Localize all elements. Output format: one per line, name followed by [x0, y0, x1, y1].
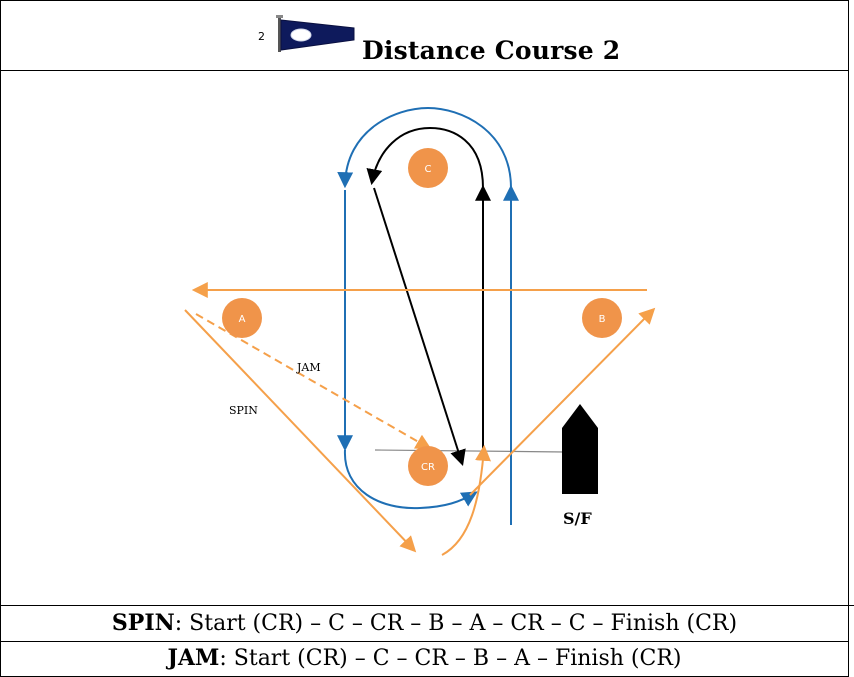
- legend-divider-top: [0, 605, 854, 606]
- page-title: Distance Course 2: [362, 36, 621, 65]
- committee-boat-icon: [562, 404, 598, 494]
- course-diagram: C A B CR JAM SPIN S/F: [0, 70, 849, 605]
- spin-route-label: SPIN: [229, 404, 258, 417]
- jam-course-line: JAM: Start (CR) – C – CR – B – A – Finis…: [0, 645, 849, 671]
- start-finish-label: S/F: [563, 509, 592, 528]
- mark-cr-label: CR: [421, 462, 435, 473]
- mark-b-label: B: [599, 314, 606, 325]
- mark-a-label: A: [239, 314, 246, 325]
- header-divider: [0, 70, 849, 71]
- black-route-down: [373, 187, 466, 467]
- jam-course-sequence: : Start (CR) – C – CR – B – A – Finish (…: [219, 646, 682, 671]
- pennant-flag-icon: [276, 15, 355, 52]
- spin-course-name: SPIN: [111, 610, 175, 636]
- mark-a: A: [222, 298, 262, 338]
- blue-route-rounding-c: [337, 106, 512, 189]
- spin-course-sequence: : Start (CR) – C – CR – B – A – CR – C –…: [174, 611, 738, 636]
- course-diagram-svg: C A B CR JAM SPIN S/F: [184, 106, 656, 556]
- flag-number: 2: [258, 30, 265, 43]
- header: 2 Distance Course 2: [0, 0, 849, 70]
- jam-route-label: JAM: [296, 361, 321, 374]
- mark-b: B: [582, 298, 622, 338]
- legend-divider-middle: [0, 641, 849, 642]
- mark-c-label: C: [425, 164, 432, 175]
- jam-course-name: JAM: [167, 645, 220, 671]
- spin-course-line: SPIN: Start (CR) – C – CR – B – A – CR –…: [0, 610, 849, 636]
- blue-route-rounding-cr: [343, 449, 478, 510]
- orange-spin-leg: [184, 309, 417, 553]
- orange-leg-to-b: [469, 307, 656, 496]
- mark-c: C: [408, 148, 448, 188]
- mark-cr: CR: [408, 446, 448, 486]
- black-route-rounding-c: [366, 126, 484, 189]
- start-line: [374, 449, 566, 453]
- orange-start-curve: [441, 444, 491, 556]
